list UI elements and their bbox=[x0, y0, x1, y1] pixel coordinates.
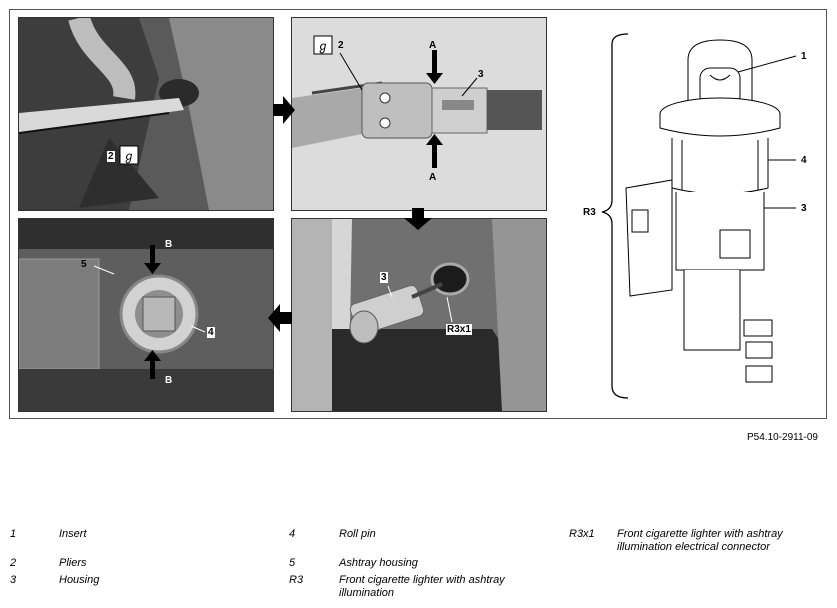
photo-step-1: ℊ 2 bbox=[18, 17, 274, 211]
callout-pliers: 2 bbox=[338, 40, 344, 51]
callout-connector: R3x1 bbox=[446, 324, 472, 335]
arrow-b-bottom-icon bbox=[144, 350, 161, 379]
photo-step-3: 5 4 B B bbox=[18, 218, 274, 412]
callout-arrow-b-top: B bbox=[165, 239, 173, 250]
legend-code: 2 bbox=[10, 557, 17, 569]
legend-text: Front cigarette lighter with ashtray ill… bbox=[617, 528, 783, 553]
next-step-arrow-left-icon bbox=[268, 304, 292, 332]
group-bracket bbox=[601, 33, 629, 399]
callout-roll-pin: 4 bbox=[801, 155, 807, 166]
callout-housing: 3 bbox=[801, 203, 807, 214]
photo-4-illustration bbox=[292, 219, 546, 411]
legend-text: Housing bbox=[59, 574, 100, 586]
next-step-arrow-down-icon bbox=[404, 208, 432, 230]
arrow-b-top-icon bbox=[144, 245, 161, 274]
legend-code: 1 bbox=[10, 528, 17, 540]
callout-r3-group: R3 bbox=[583, 207, 596, 218]
photo-2-illustration: ℊ bbox=[292, 18, 546, 210]
callout-housing: 3 bbox=[478, 69, 484, 80]
component-drawing bbox=[601, 33, 797, 399]
pliers-icon: ℊ bbox=[317, 39, 329, 53]
legend-text: Roll pin bbox=[339, 528, 376, 540]
photo-1-illustration: ℊ bbox=[19, 18, 273, 210]
callout-insert: 1 bbox=[801, 51, 807, 62]
arrow-a-bottom-icon bbox=[426, 134, 443, 168]
legend-code: 3 bbox=[10, 574, 17, 586]
callout-ashtray-housing: 5 bbox=[81, 259, 87, 270]
callout-arrow-a-bottom: A bbox=[429, 172, 437, 183]
callout-arrow-a-top: A bbox=[429, 40, 437, 51]
callout-housing: 3 bbox=[380, 272, 388, 283]
callout-arrow-b-bottom: B bbox=[165, 375, 173, 386]
legend-code: 5 bbox=[289, 557, 296, 569]
legend-text: Ashtray housing bbox=[339, 557, 418, 569]
photo-step-4: 3 R3x1 bbox=[291, 218, 547, 412]
next-step-arrow-right-icon bbox=[273, 96, 295, 124]
callout-roll-pin: 4 bbox=[207, 327, 215, 338]
legend-text: Insert bbox=[59, 528, 87, 540]
legend-text: Pliers bbox=[59, 557, 87, 569]
legend-code: R3x1 bbox=[569, 528, 595, 540]
photo-3-illustration bbox=[19, 219, 273, 411]
figure-id: P54.10-2911-09 bbox=[747, 432, 818, 443]
pliers-icon: ℊ bbox=[123, 149, 135, 163]
legend-text: Front cigarette lighter with ashtray ill… bbox=[339, 574, 505, 599]
legend-code: R3 bbox=[289, 574, 304, 586]
arrow-a-top-icon bbox=[426, 50, 443, 84]
legend-code: 4 bbox=[289, 528, 296, 540]
photo-step-2: ℊ 2 3 A A bbox=[291, 17, 547, 211]
callout-pliers: 2 bbox=[107, 151, 115, 162]
